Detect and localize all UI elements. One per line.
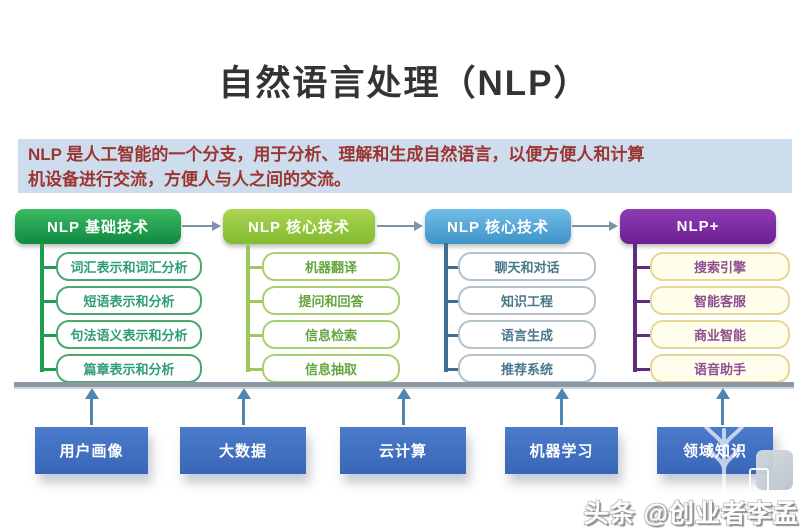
tech-item: 智能客服	[650, 286, 790, 315]
tech-item: 语音助手	[650, 354, 790, 383]
watermark-phone-icon	[749, 468, 769, 494]
tech-item: 提问和回答	[262, 286, 400, 315]
arrow-right-icon	[609, 221, 618, 231]
column-header-nlp-plus: NLP+	[620, 209, 776, 244]
connector-line	[633, 243, 637, 372]
watermark-text: 头条 @创业者李孟	[583, 500, 799, 528]
connector-tick	[249, 334, 263, 337]
arrow-up-icon	[242, 399, 245, 425]
connector-line	[444, 243, 448, 372]
arrow-right-icon	[572, 225, 609, 227]
connector-tick	[43, 334, 57, 337]
arrow-up-icon	[85, 388, 99, 399]
tech-item: 篇章表示和分析	[56, 354, 202, 383]
arrow-up-icon	[237, 388, 251, 399]
arrow-right-icon	[377, 225, 414, 227]
description-banner: NLP 是人工智能的一个分支，用于分析、理解和生成自然语言，以便方便人和计算 机…	[18, 139, 792, 193]
tech-item: 机器翻译	[262, 252, 400, 281]
description-line-2: 机设备进行交流，方便人与人之间的交流。	[28, 169, 351, 189]
connector-tick	[249, 266, 263, 269]
connector-tick	[249, 368, 263, 371]
tech-item: 搜索引擎	[650, 252, 790, 281]
connector-tick	[43, 300, 57, 303]
arrow-up-icon	[90, 399, 93, 425]
column-header-basic-tech: NLP 基础技术	[15, 209, 181, 244]
connector-tick	[636, 334, 651, 337]
connector-tick	[43, 266, 57, 269]
connector-line	[40, 243, 44, 372]
foundation-box: 云计算	[340, 427, 466, 474]
connector-line	[246, 243, 250, 372]
arrow-up-icon	[560, 399, 563, 425]
arrow-up-icon	[716, 388, 730, 399]
connector-tick	[636, 266, 651, 269]
tech-item: 信息抽取	[262, 354, 400, 383]
tech-item: 推荐系统	[458, 354, 596, 383]
arrow-right-icon	[414, 221, 423, 231]
tech-item: 信息检索	[262, 320, 400, 349]
tech-item: 商业智能	[650, 320, 790, 349]
tech-item: 知识工程	[458, 286, 596, 315]
foundation-box: 大数据	[180, 427, 306, 474]
watermark-cube-icon	[756, 450, 793, 490]
arrow-right-icon	[182, 225, 212, 227]
arrow-up-icon	[721, 399, 724, 425]
column-header-core-tech-2: NLP 核心技术	[425, 209, 571, 244]
tech-item: 聊天和对话	[458, 252, 596, 281]
tech-item: 词汇表示和词汇分析	[56, 252, 202, 281]
connector-tick	[43, 368, 57, 371]
connector-tick	[447, 266, 459, 269]
foundation-box: 机器学习	[505, 427, 618, 474]
arrow-right-icon	[212, 221, 221, 231]
arrow-up-icon	[555, 388, 569, 399]
connector-tick	[447, 300, 459, 303]
connector-tick	[447, 334, 459, 337]
branch-logo-icon	[702, 422, 746, 494]
page-title: 自然语言处理（NLP）	[218, 64, 591, 103]
connector-tick	[249, 300, 263, 303]
tech-item: 句法语义表示和分析	[56, 320, 202, 349]
description-line-1: NLP 是人工智能的一个分支，用于分析、理解和生成自然语言，以便方便人和计算	[28, 145, 645, 164]
connector-tick	[447, 368, 459, 371]
connector-tick	[636, 368, 651, 371]
arrow-up-icon	[397, 388, 411, 399]
arrow-up-icon	[402, 399, 405, 425]
foundation-box: 用户画像	[35, 427, 148, 474]
connector-tick	[636, 300, 651, 303]
tech-item: 语言生成	[458, 320, 596, 349]
column-header-core-tech-1: NLP 核心技术	[223, 209, 375, 244]
tech-item: 短语表示和分析	[56, 286, 202, 315]
